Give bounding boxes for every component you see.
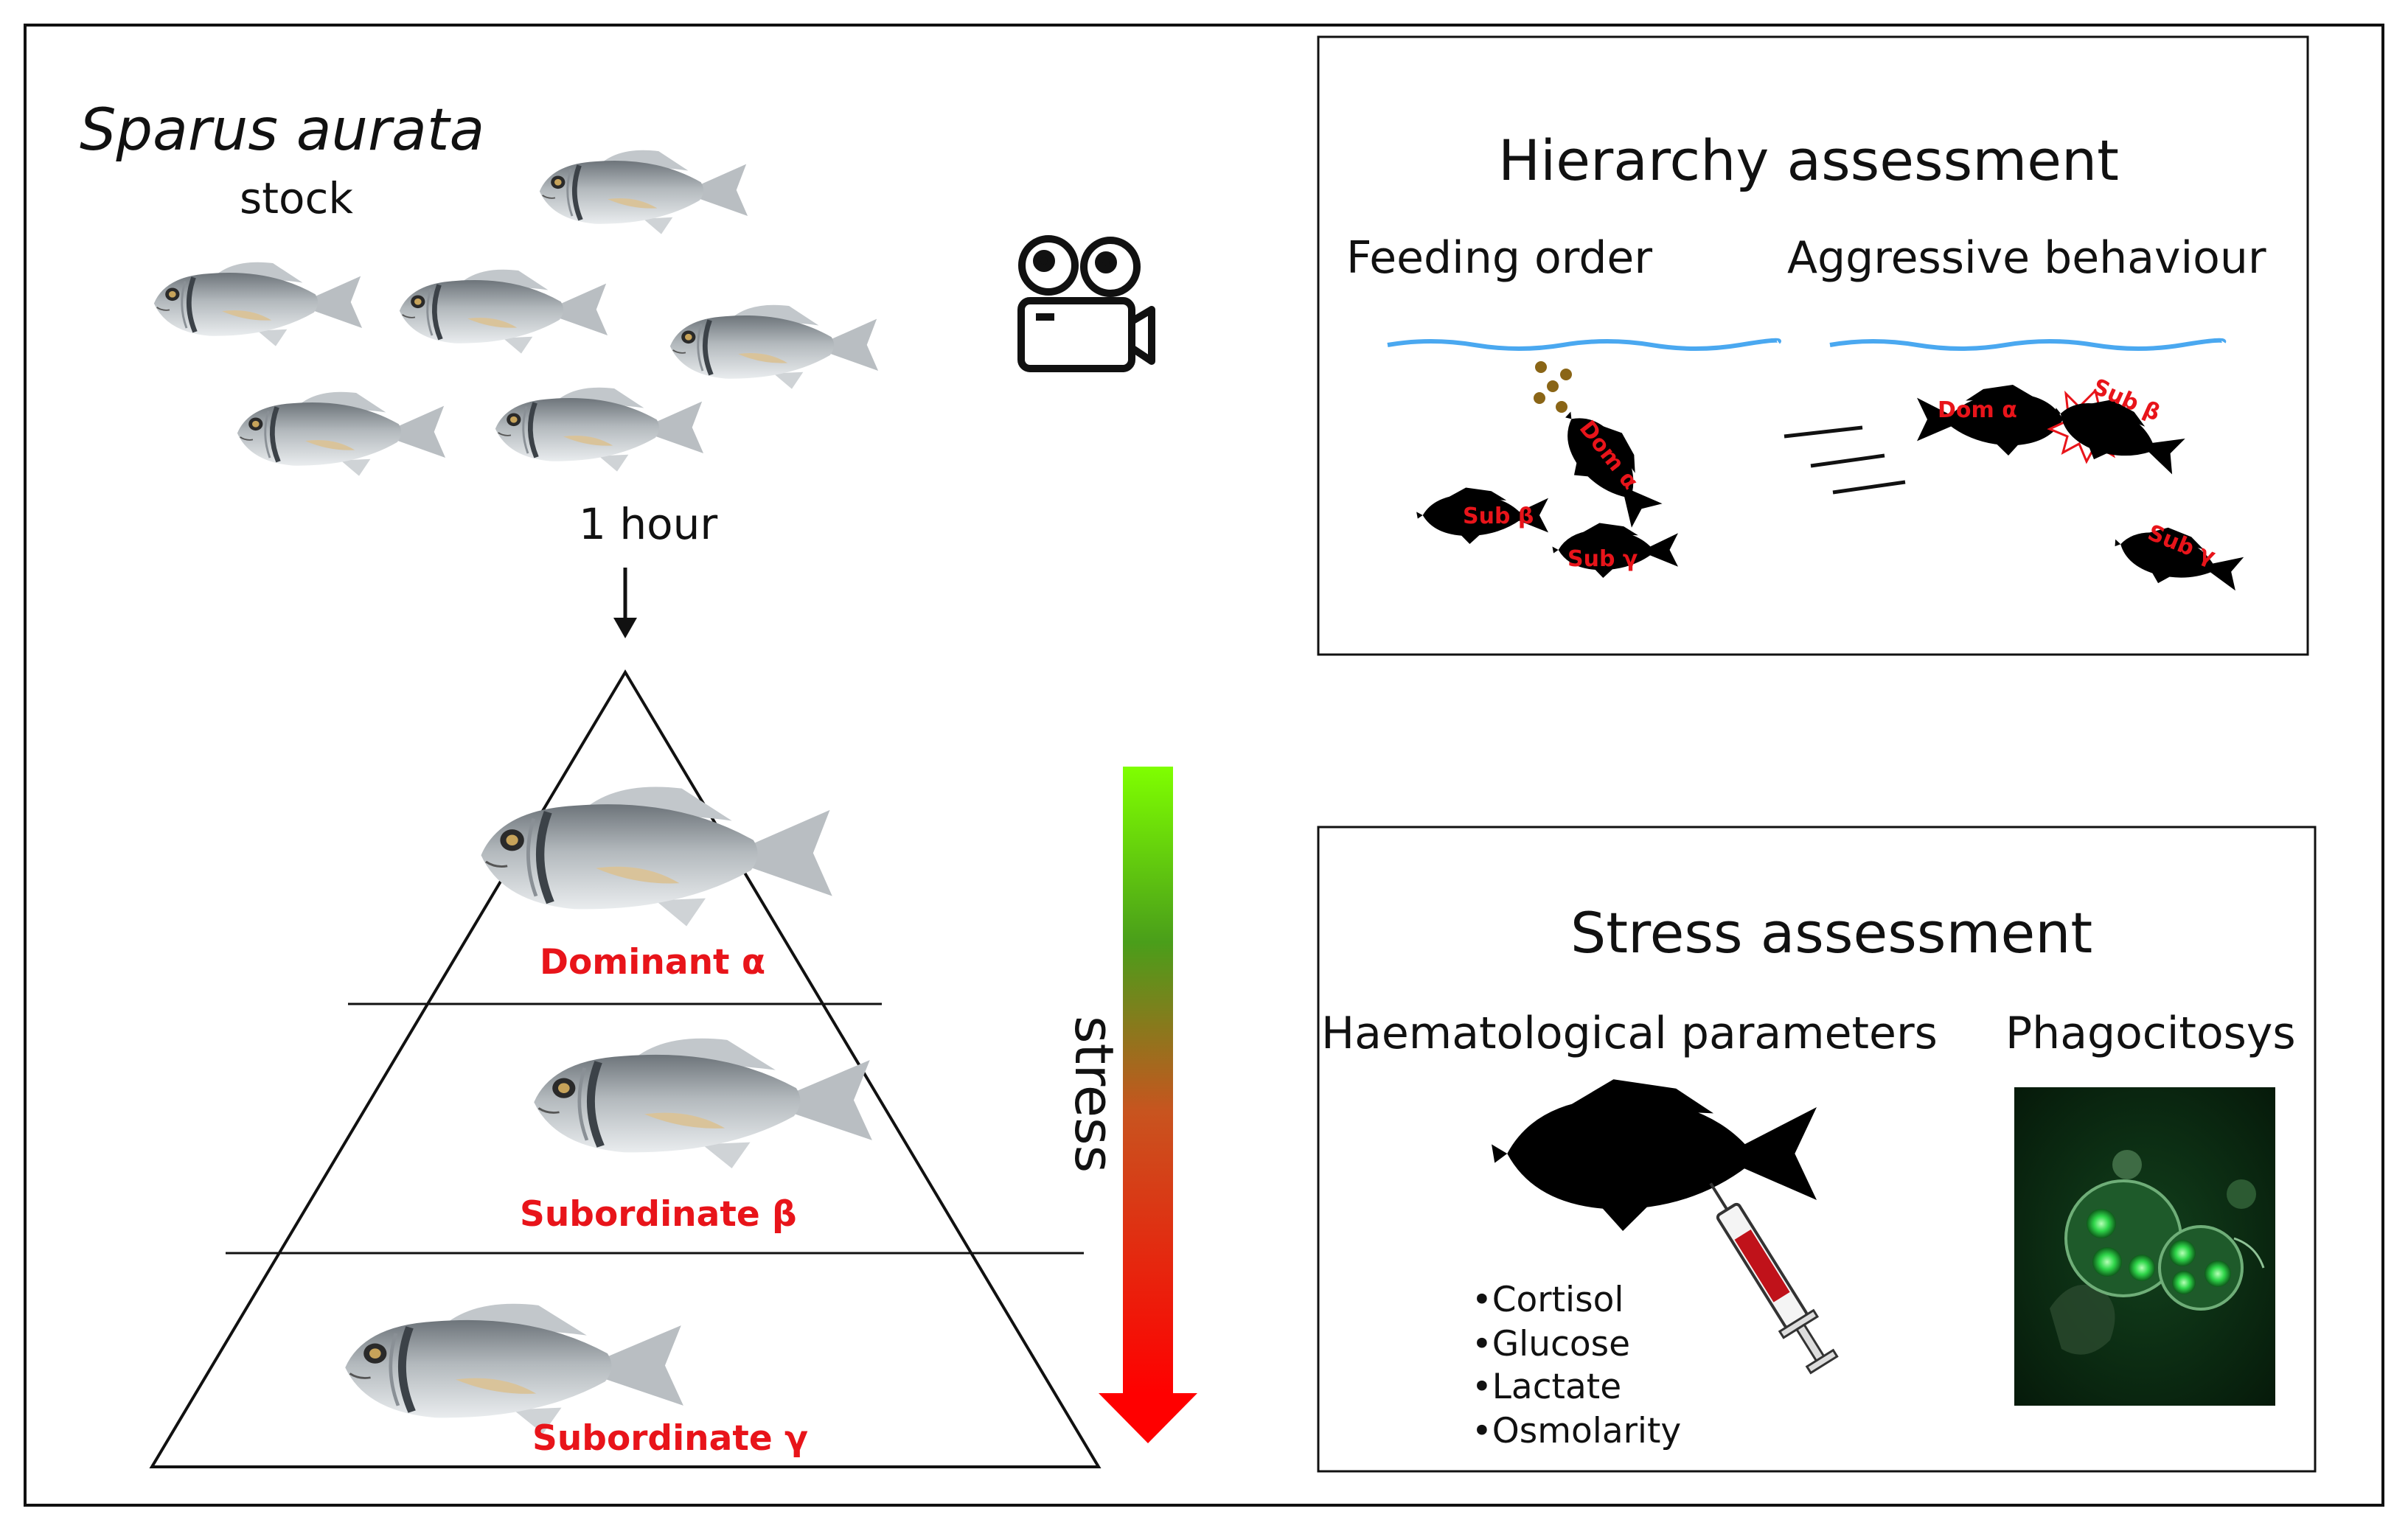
- time-arrow: [613, 568, 637, 638]
- haematological-title: Haematological parameters: [1321, 1008, 1938, 1059]
- phagocytosis-title: Phagocitosys: [2005, 1008, 2296, 1059]
- aggressive-behaviour-title: Aggressive behaviour: [1787, 232, 2266, 284]
- hierarchy-box: [1317, 35, 2309, 656]
- subordinate-gamma-fish-icon: [345, 1304, 683, 1434]
- outer-frame: [24, 24, 2384, 1507]
- rank-label-dominant: Dominant α: [540, 942, 766, 983]
- parameter-item: •Lactate: [1472, 1367, 1622, 1407]
- sea-bream-fish-icon: [237, 392, 445, 476]
- stress-title: Stress assessment: [1570, 900, 2093, 966]
- stress-arrow: [1099, 767, 1197, 1443]
- fish-label-sub-beta: Sub β: [1463, 503, 1534, 529]
- stock-label: stock: [240, 173, 353, 223]
- rank-label-subordinate-beta: Subordinate β: [520, 1194, 797, 1235]
- parameter-item: •Osmolarity: [1472, 1411, 1682, 1451]
- fish-label-sub-gamma: Sub γ: [1567, 546, 1638, 572]
- sea-bream-fish-icon: [670, 305, 878, 389]
- species-name: Sparus aurata: [80, 97, 485, 164]
- dominant-fish-icon: [481, 787, 832, 926]
- feeding-order-scene: [1387, 338, 1781, 578]
- sea-bream-fish-icon: [495, 388, 703, 472]
- sea-bream-fish-icon: [540, 150, 748, 234]
- haematology-scene: [1492, 1079, 1839, 1375]
- parameter-item: •Glucose: [1472, 1324, 1630, 1364]
- sea-bream-fish-icon: [154, 262, 362, 346]
- fish-silhouette-icon: [1492, 1079, 1817, 1231]
- subordinate-beta-fish-icon: [534, 1039, 872, 1168]
- syringe-icon: [1709, 1182, 1839, 1375]
- hierarchy-pyramid: [149, 669, 1102, 1468]
- stress-label: stress: [1063, 1016, 1125, 1173]
- aggressive-scene: [1784, 338, 2247, 602]
- video-camera-icon: [1017, 235, 1155, 372]
- duration-label: 1 hour: [579, 499, 718, 549]
- feeding-order-title: Feeding order: [1346, 232, 1652, 284]
- sea-bream-fish-icon: [400, 270, 608, 354]
- stress-box: [1317, 826, 2317, 1473]
- fish-label-dom-aggressive: Dom α: [1938, 397, 2017, 423]
- rank-label-subordinate-gamma: Subordinate γ: [532, 1418, 809, 1459]
- parameter-item: •Cortisol: [1472, 1280, 1624, 1320]
- phagocytosis-micrograph: [2014, 1087, 2275, 1406]
- hierarchy-title: Hierarchy assessment: [1498, 128, 2119, 193]
